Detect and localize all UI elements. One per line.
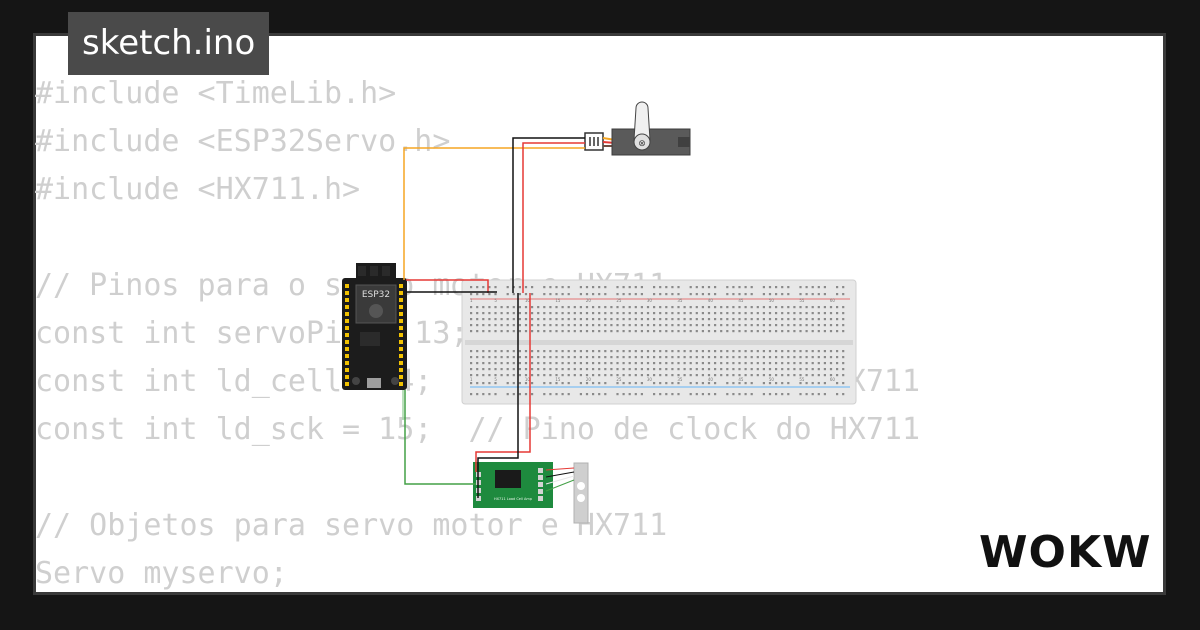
breadboard-column-number: 55 (799, 377, 805, 382)
breadboard-column-number: 10 (525, 298, 531, 303)
breadboard-column-number: 10 (525, 377, 531, 382)
logo-text: WOKWi (979, 527, 1150, 577)
code-preview: #include <TimeLib.h> #include <ESP32Servo… (35, 70, 920, 598)
code-line: const int ld_sck = 15; // Pino de clock … (35, 412, 921, 447)
breadboard-column-number: 50 (769, 377, 775, 382)
wire-power-hx711 (475, 293, 531, 472)
breadboard-column-number: 60 (830, 377, 836, 382)
wire-power-servo (522, 142, 585, 293)
breadboard-column-number: 60 (830, 298, 836, 303)
filename-tab[interactable]: sketch.ino (68, 12, 270, 75)
wire-ground-servo (512, 137, 585, 293)
breadboard-column-number: 20 (586, 377, 592, 382)
breadboard-column-number: 25 (616, 298, 622, 303)
breadboard-column-number: 50 (769, 298, 775, 303)
breadboard-column-number: 55 (799, 298, 805, 303)
hx711-module: HX711 Load Cell Amp (473, 462, 553, 508)
breadboard-column-number: 45 (738, 298, 744, 303)
code-line: Servo myservo; (35, 556, 288, 591)
breadboard-column-number: 15 (555, 377, 561, 382)
esp32-label: ESP32 (362, 290, 390, 300)
breadboard-column-number: 5 (494, 298, 497, 303)
code-line: #include <ESP32Servo.h> (35, 124, 451, 159)
breadboard-column-number: 1 (470, 377, 473, 382)
wire-signal (403, 147, 585, 280)
esp32-board: ESP32 (342, 263, 407, 390)
servo-motor: ⊗ (584, 101, 691, 156)
wire-power-esp (406, 279, 489, 293)
breadboard-column-number: 5 (494, 377, 497, 382)
wires (402, 137, 585, 498)
breadboard-column-number: 25 (616, 377, 622, 382)
breadboard-column-number: 30 (647, 377, 653, 382)
code-line: #include <HX711.h> (35, 172, 361, 207)
breadboard-column-number: 35 (677, 298, 683, 303)
breadboard-column-number: 20 (586, 298, 592, 303)
svg-text:⊗: ⊗ (638, 139, 646, 149)
breadboard-column-number: 35 (677, 377, 683, 382)
breadboard-column-number: 45 (738, 377, 744, 382)
breadboard-column-number: 1 (470, 298, 473, 303)
breadboard-column-number: 30 (647, 298, 653, 303)
code-line: // Objetos para servo motor e HX711 (35, 508, 668, 543)
code-line: #include <TimeLib.h> (35, 76, 397, 111)
breadboard-column-number: 40 (708, 377, 714, 382)
wire-ground-hx711 (477, 293, 519, 498)
breadboard-column-number: 15 (555, 298, 561, 303)
wokwi-logo: WOKWi (979, 527, 1150, 577)
load-cell (545, 462, 589, 524)
breadboard-column-number: 40 (708, 298, 714, 303)
wire-data-hx711 (404, 390, 476, 485)
hx711-label: HX711 Load Cell Amp (494, 497, 533, 501)
